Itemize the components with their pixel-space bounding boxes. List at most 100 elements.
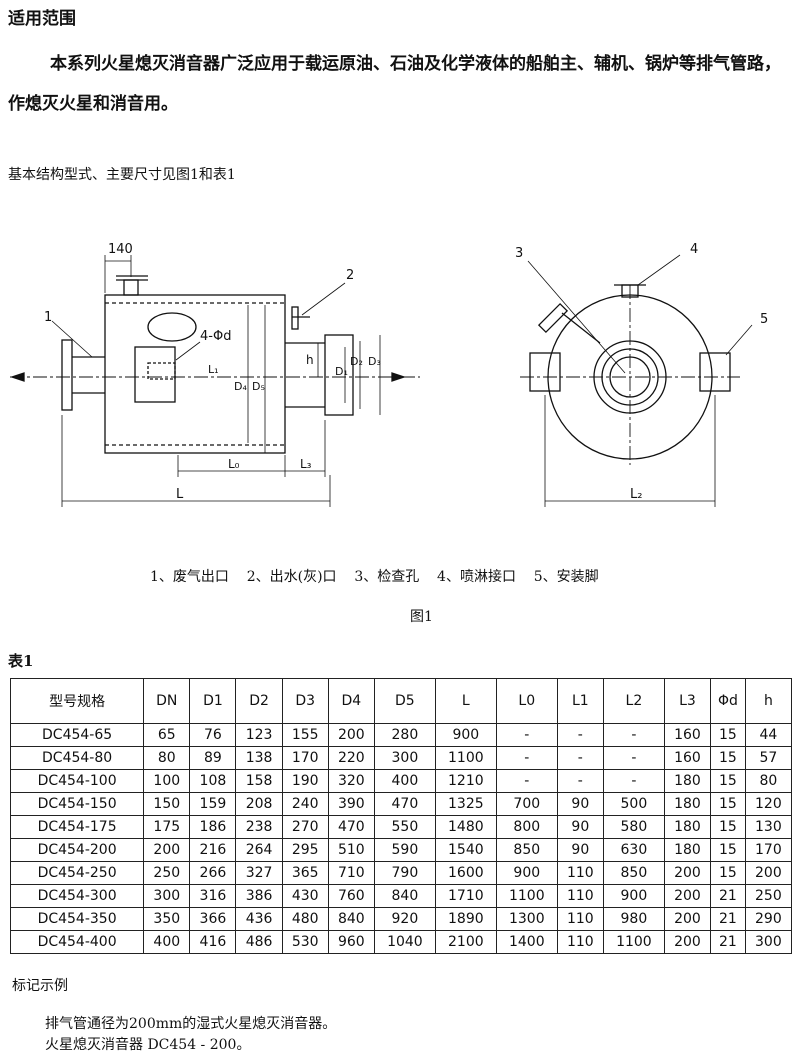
table-cell: DC454-400 [9, 930, 145, 954]
table-cell: 21 [710, 930, 746, 954]
dim-d5-label: D₅ [252, 380, 265, 393]
table-cell: 280 [373, 723, 436, 747]
table-cell: 1040 [373, 930, 436, 954]
table-cell: 200 [663, 930, 712, 954]
table-cell: 170 [744, 838, 793, 862]
table-cell: 486 [235, 930, 283, 954]
table-cell: 366 [189, 907, 237, 931]
table-cell: 15 [710, 792, 746, 816]
table-cell: 216 [189, 838, 237, 862]
table-cell: 250 [744, 884, 793, 908]
table-cell: DC454-250 [9, 861, 145, 885]
table-cell: 15 [710, 769, 746, 793]
table-cell: 238 [235, 815, 283, 839]
table-cell: 270 [281, 815, 329, 839]
dim-l3-label: L₃ [300, 457, 312, 471]
table-cell: 180 [663, 769, 712, 793]
figure-1-drawing: 140 4-Φd L₁ D₄ D₅ h D₁ D₂ D₃ L₀ L₃ L [9, 242, 768, 507]
table-header-cell: L1 [556, 678, 604, 724]
table-cell: 65 [143, 723, 191, 747]
dim-d2-label: D₂ [350, 355, 363, 368]
table-cell: 120 [744, 792, 793, 816]
table-cell: 510 [327, 838, 375, 862]
dim-d4-label: D₄ [234, 380, 247, 393]
table-cell: 250 [143, 861, 191, 885]
intro-paragraph: 本系列火星熄灭消音器广泛应用于载运原油、石油及化学液体的船舶主、辅机、锅炉等排气… [8, 54, 781, 114]
dim-l0-label: L₀ [228, 457, 240, 471]
table-header-cell: L [434, 678, 497, 724]
structure-note: 基本结构型式、主要尺寸见图1和表1 [8, 167, 236, 183]
table-cell: 200 [663, 861, 712, 885]
table-cell: 850 [495, 838, 558, 862]
table-cell: 200 [327, 723, 375, 747]
figure-legend: 1、废气出口 2、出水(灰)口 3、检查孔 4、喷淋接口 5、安装脚 [150, 569, 599, 585]
table-cell: DC454-175 [9, 815, 145, 839]
table-cell: 790 [373, 861, 436, 885]
marking-title: 标记示例 [12, 978, 68, 994]
dim-d3-label: D₃ [368, 355, 381, 368]
table-cell: 44 [744, 723, 793, 747]
table-cell: 76 [189, 723, 237, 747]
table-cell: 1300 [495, 907, 558, 931]
table-cell: 470 [373, 792, 436, 816]
callout-4: 4 [690, 242, 698, 257]
table-cell: DC454-150 [9, 792, 145, 816]
table-cell: 580 [602, 815, 665, 839]
table-cell: DC454-300 [9, 884, 145, 908]
table-cell: 700 [495, 792, 558, 816]
table-cell: 390 [327, 792, 375, 816]
table-cell: 327 [235, 861, 283, 885]
table-cell: DC454-80 [9, 746, 145, 770]
table-cell: 1325 [434, 792, 497, 816]
mount-foot-right [699, 352, 731, 392]
table-cell: 57 [744, 746, 793, 770]
table-cell: 1890 [434, 907, 497, 931]
table-cell: 208 [235, 792, 283, 816]
table-cell: 1400 [495, 930, 558, 954]
table-cell: 110 [556, 861, 604, 885]
table-cell: 400 [373, 769, 436, 793]
table-cell: 159 [189, 792, 237, 816]
table-cell: 90 [556, 815, 604, 839]
table-cell: 150 [143, 792, 191, 816]
table-cell: 190 [281, 769, 329, 793]
table-cell: 300 [143, 884, 191, 908]
table-cell: 138 [235, 746, 283, 770]
table-cell: 900 [602, 884, 665, 908]
table-cell: 15 [710, 861, 746, 885]
table-cell: - [602, 769, 665, 793]
table-cell: 436 [235, 907, 283, 931]
section-heading: 适用范围 [8, 9, 76, 29]
table-cell: - [602, 723, 665, 747]
table-header-cell: D4 [327, 678, 375, 724]
table-header-cell: DN [143, 678, 191, 724]
table-cell: 840 [373, 884, 436, 908]
table-cell: 266 [189, 861, 237, 885]
table-header-cell: D1 [189, 678, 237, 724]
table-cell: 550 [373, 815, 436, 839]
table-cell: 1480 [434, 815, 497, 839]
figure-caption: 图1 [410, 609, 433, 625]
dim-140-label: 140 [108, 242, 133, 257]
table-cell: 710 [327, 861, 375, 885]
table-cell: 200 [663, 907, 712, 931]
table-header-cell: Φd [710, 678, 746, 724]
table-cell: 1600 [434, 861, 497, 885]
dim-l2-label: L₂ [630, 487, 642, 502]
table-cell: 365 [281, 861, 329, 885]
table-cell: 110 [556, 907, 604, 931]
table-header-cell: h [744, 678, 793, 724]
table-cell: 240 [281, 792, 329, 816]
table-cell: 320 [327, 769, 375, 793]
table-header-cell: L2 [602, 678, 665, 724]
table-cell: 200 [143, 838, 191, 862]
table-cell: 80 [143, 746, 191, 770]
